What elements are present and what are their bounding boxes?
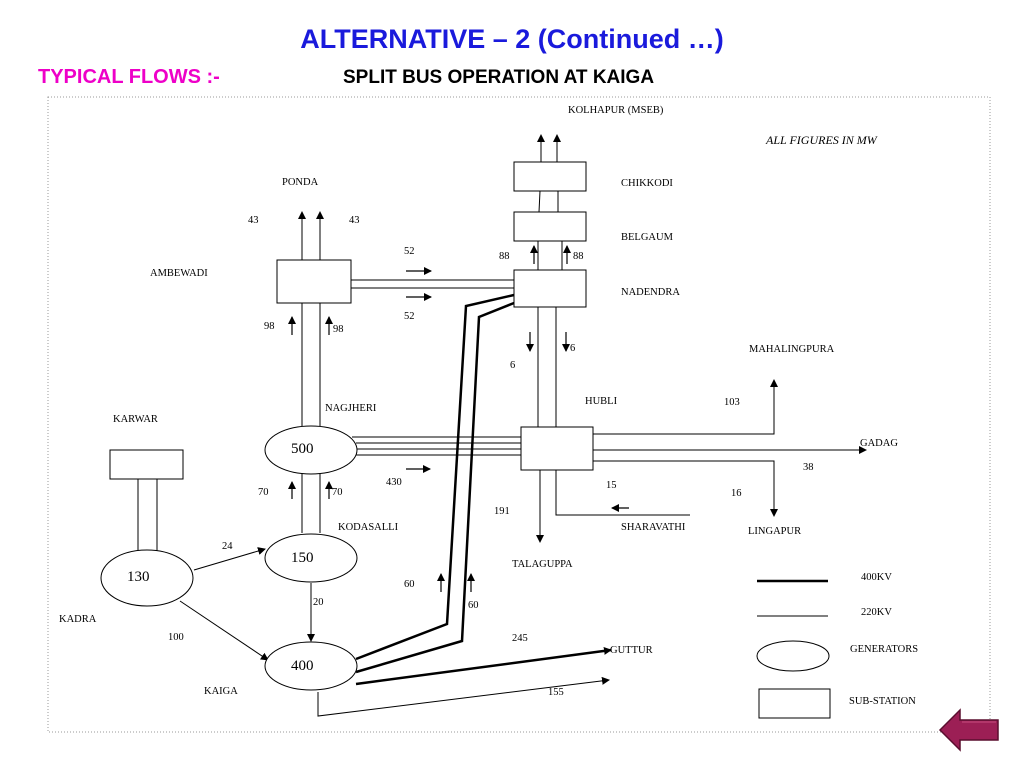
label-ambewadi: AMBEWADI xyxy=(150,268,208,279)
flow-nagjheri-hubli: 430 xyxy=(386,477,402,488)
label-hubli: HUBLI xyxy=(585,396,618,407)
flow-kodasalli-nagjheri-right: 70 xyxy=(332,487,343,498)
left-arrow-icon xyxy=(938,708,999,752)
label-lingapur: LINGAPUR xyxy=(748,526,801,537)
flow-guttur: 245 xyxy=(512,633,528,644)
label-kodasalli: KODASALLI xyxy=(338,522,399,533)
substation-hubli xyxy=(520,426,594,471)
flow-nagjheri-ambewadi-right: 98 xyxy=(333,324,344,335)
flow-nagjheri-ambewadi-left: 98 xyxy=(264,321,275,332)
legend-substation-symbol xyxy=(758,688,831,719)
generator-kadra xyxy=(100,549,194,607)
label-kaiga: KAIGA xyxy=(204,686,238,697)
label-gadag: GADAG xyxy=(860,438,898,449)
flow-ambewadi-nadendra-top: 52 xyxy=(404,246,415,257)
substation-ambewadi xyxy=(276,259,352,304)
substation-chikkodi xyxy=(513,161,587,192)
generator-kodasalli-value: 150 xyxy=(291,550,314,566)
generator-nagjheri-value: 500 xyxy=(291,441,314,457)
typical-flows-label: TYPICAL FLOWS :- xyxy=(38,66,220,88)
flow-sharavathi: 15 xyxy=(606,480,617,491)
generator-kodasalli xyxy=(264,533,358,583)
note-all-figures: ALL FIGURES IN MW xyxy=(765,133,878,147)
flow-belgaum-right: 88 xyxy=(573,251,584,262)
substation-belgaum xyxy=(513,211,587,242)
diagram-frame xyxy=(47,96,991,733)
flow-kaiga-second: 155 xyxy=(548,687,564,698)
flow-ponda-right: 43 xyxy=(349,215,360,226)
diagram-subtitle: SPLIT BUS OPERATION AT KAIGA xyxy=(343,67,655,88)
label-nagjheri: NAGJHERI xyxy=(325,403,377,414)
substations xyxy=(109,161,594,480)
legend-220kv-label: 220KV xyxy=(861,607,892,618)
generators xyxy=(100,425,358,691)
flow-kodasalli-kaiga: 20 xyxy=(313,597,324,608)
flow-hubli-nadendra-a: 6 xyxy=(570,343,575,354)
legend-generators-label: GENERATORS xyxy=(850,644,918,655)
lines-220kv xyxy=(137,134,867,717)
label-sharavathi: SHARAVATHI xyxy=(621,522,686,533)
slide-title: ALTERNATIVE – 2 (Continued …) xyxy=(300,24,724,54)
flow-gadag: 38 xyxy=(803,462,814,473)
generator-kaiga-value: 400 xyxy=(291,658,314,674)
label-kadra: KADRA xyxy=(59,614,97,625)
back-button[interactable] xyxy=(938,708,1000,752)
label-kolhapur: KOLHAPUR (MSEB) xyxy=(568,105,664,116)
label-belgaum: BELGAUM xyxy=(621,232,674,243)
flow-kaiga-nadendra-a: 60 xyxy=(404,579,415,590)
generator-kadra-value: 130 xyxy=(127,569,150,585)
legend-substation-label: SUB-STATION xyxy=(849,696,916,707)
flow-kadra-kaiga: 100 xyxy=(168,632,184,643)
flow-ambewadi-nadendra-bottom: 52 xyxy=(404,311,415,322)
flow-lingapur: 16 xyxy=(731,488,742,499)
legend-400kv-label: 400KV xyxy=(861,572,892,583)
flow-kaiga-nadendra-b: 60 xyxy=(468,600,479,611)
generator-kaiga xyxy=(264,641,358,691)
label-guttur: GUTTUR xyxy=(610,645,653,656)
label-karwar: KARWAR xyxy=(113,414,158,425)
legend: 400KV 220KV GENERATORS SUB-STATION xyxy=(756,572,918,719)
label-ponda: PONDA xyxy=(282,177,319,188)
flow-hubli-nadendra-b: 6 xyxy=(510,360,515,371)
label-nadendra: NADENDRA xyxy=(621,287,680,298)
label-talaguppa: TALAGUPPA xyxy=(512,559,573,570)
lines-400kv xyxy=(355,293,612,686)
substation-karwar xyxy=(109,449,184,480)
flow-ponda-left: 43 xyxy=(248,215,259,226)
flow-kodasalli-nagjheri-left: 70 xyxy=(258,487,269,498)
label-mahalingpura: MAHALINGPURA xyxy=(749,344,835,355)
flow-kadra-kodasalli: 24 xyxy=(222,541,233,552)
flow-talaguppa: 191 xyxy=(494,506,510,517)
substation-nadendra xyxy=(513,269,587,308)
generator-nagjheri xyxy=(264,425,358,475)
legend-generator-symbol xyxy=(756,640,830,672)
flow-arrows xyxy=(288,245,629,592)
label-chikkodi: CHIKKODI xyxy=(621,178,673,189)
flow-belgaum-left: 88 xyxy=(499,251,510,262)
flow-mahalingpura: 103 xyxy=(724,397,740,408)
